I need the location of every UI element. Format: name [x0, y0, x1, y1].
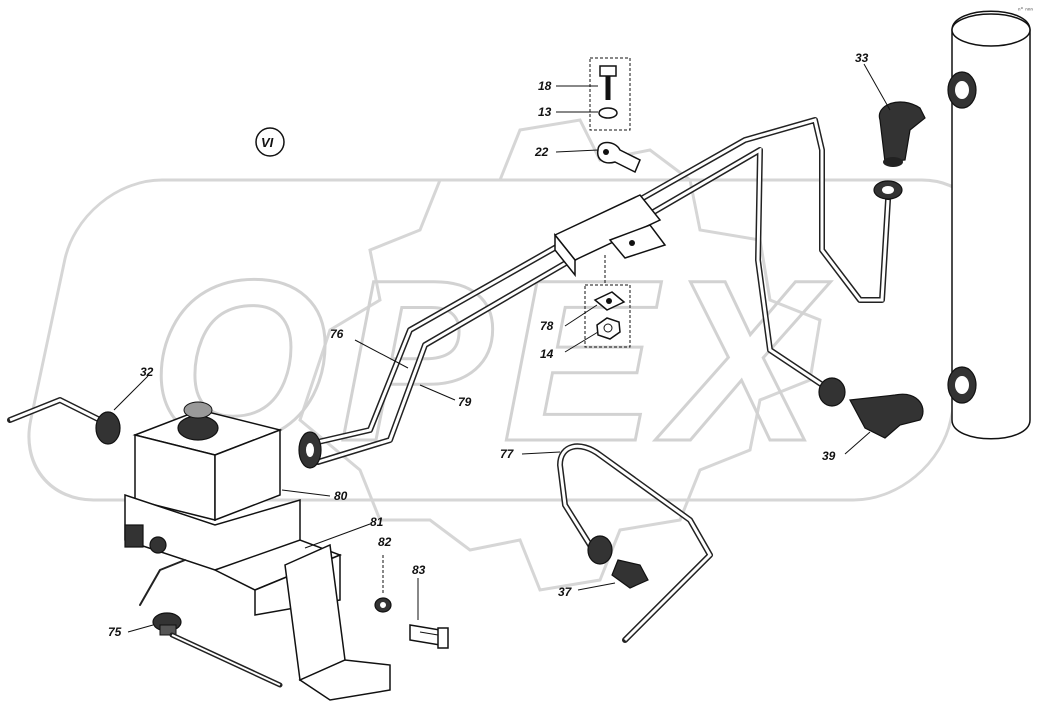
nut-82: [374, 555, 392, 613]
callout-82: 82: [378, 535, 392, 549]
callout-78: 78: [540, 319, 554, 333]
callout-76: 76: [330, 327, 344, 341]
fastener-group-top: [589, 57, 641, 174]
section-marker-label: VI: [261, 135, 274, 150]
pipe-77: [557, 443, 713, 643]
bracket-81: [213, 539, 391, 701]
callout-32: 32: [140, 365, 154, 379]
elbow-fitting-33: [873, 101, 926, 200]
callout-79: 79: [458, 395, 472, 409]
callout-33: 33: [855, 51, 869, 65]
reservoir-block-80: [124, 401, 301, 571]
pipe-end-fitting: [298, 431, 322, 469]
callout-18: 18: [538, 79, 552, 93]
callout-39: 39: [822, 449, 836, 463]
callout-75: 75: [108, 625, 122, 639]
callout-81: 81: [370, 515, 384, 529]
rod-75: [139, 559, 283, 688]
callout-13: 13: [538, 105, 552, 119]
callout-14: 14: [540, 347, 554, 361]
leader-lines: [113, 63, 891, 633]
bolt-83: [409, 624, 449, 649]
section-marker: VI: [255, 127, 285, 157]
callout-83: 83: [412, 563, 426, 577]
pipe-32: [7, 397, 121, 445]
cylinder: [947, 10, 1031, 440]
callout-80: 80: [334, 489, 348, 503]
callout-77: 77: [500, 447, 515, 461]
corner-mark: ⁿ° ⁿⁿⁿ: [1018, 6, 1033, 14]
callout-labels: 18 13 22 78 14 76 79 32 33 39 77 37 80 8…: [108, 51, 869, 639]
elbow-fitting-39: [818, 377, 924, 439]
callout-37: 37: [558, 585, 573, 599]
pipe-bracket: [553, 194, 667, 278]
pipe-76-79: [302, 117, 891, 465]
callout-22: 22: [534, 145, 549, 159]
fastener-group-mid: [584, 255, 631, 348]
